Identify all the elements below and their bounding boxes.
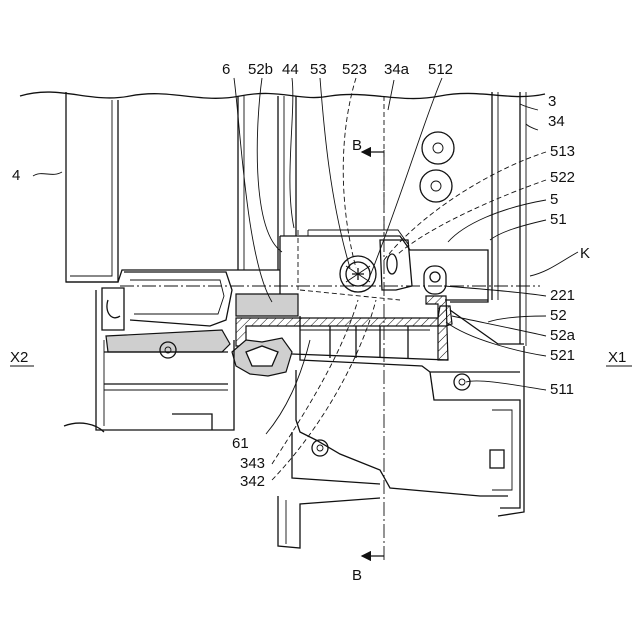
label-k: K (580, 245, 590, 262)
label-44: 44 (282, 61, 299, 78)
frame-member-34 (492, 92, 526, 346)
label-b-top: B (352, 137, 362, 154)
label-34a: 34a (384, 61, 410, 78)
label-3: 3 (548, 93, 556, 110)
label-343: 343 (240, 455, 265, 472)
label-523: 523 (342, 61, 367, 78)
label-51: 51 (550, 211, 567, 228)
member-44 (238, 96, 296, 270)
label-52: 52 (550, 307, 567, 324)
label-512: 512 (428, 61, 453, 78)
label-522: 522 (550, 169, 575, 186)
gray-seals (106, 294, 298, 376)
label-521: 521 (550, 347, 575, 364)
label-x2: X2 (10, 349, 28, 366)
label-342: 342 (240, 473, 265, 490)
leader-lines (33, 78, 578, 480)
frame-member-4 (66, 92, 280, 282)
label-53: 53 (310, 61, 327, 78)
hidden-lines (298, 96, 400, 300)
label-61: 61 (232, 435, 249, 452)
label-6: 6 (222, 61, 230, 78)
label-52a: 52a (550, 327, 576, 344)
label-52b: 52b (248, 61, 273, 78)
label-4: 4 (12, 167, 20, 184)
label-b-bottom: B (352, 567, 362, 584)
label-513: 513 (550, 143, 575, 160)
break-line-top (20, 92, 545, 98)
lower-left-profile (64, 290, 234, 432)
lower-center-profile (278, 316, 520, 548)
label-34: 34 (548, 113, 565, 130)
label-511: 511 (550, 381, 574, 398)
label-5: 5 (550, 191, 558, 208)
seal-left (102, 272, 232, 330)
label-x1: X1 (608, 349, 626, 366)
label-221: 221 (550, 287, 575, 304)
mounting-holes (420, 132, 454, 202)
